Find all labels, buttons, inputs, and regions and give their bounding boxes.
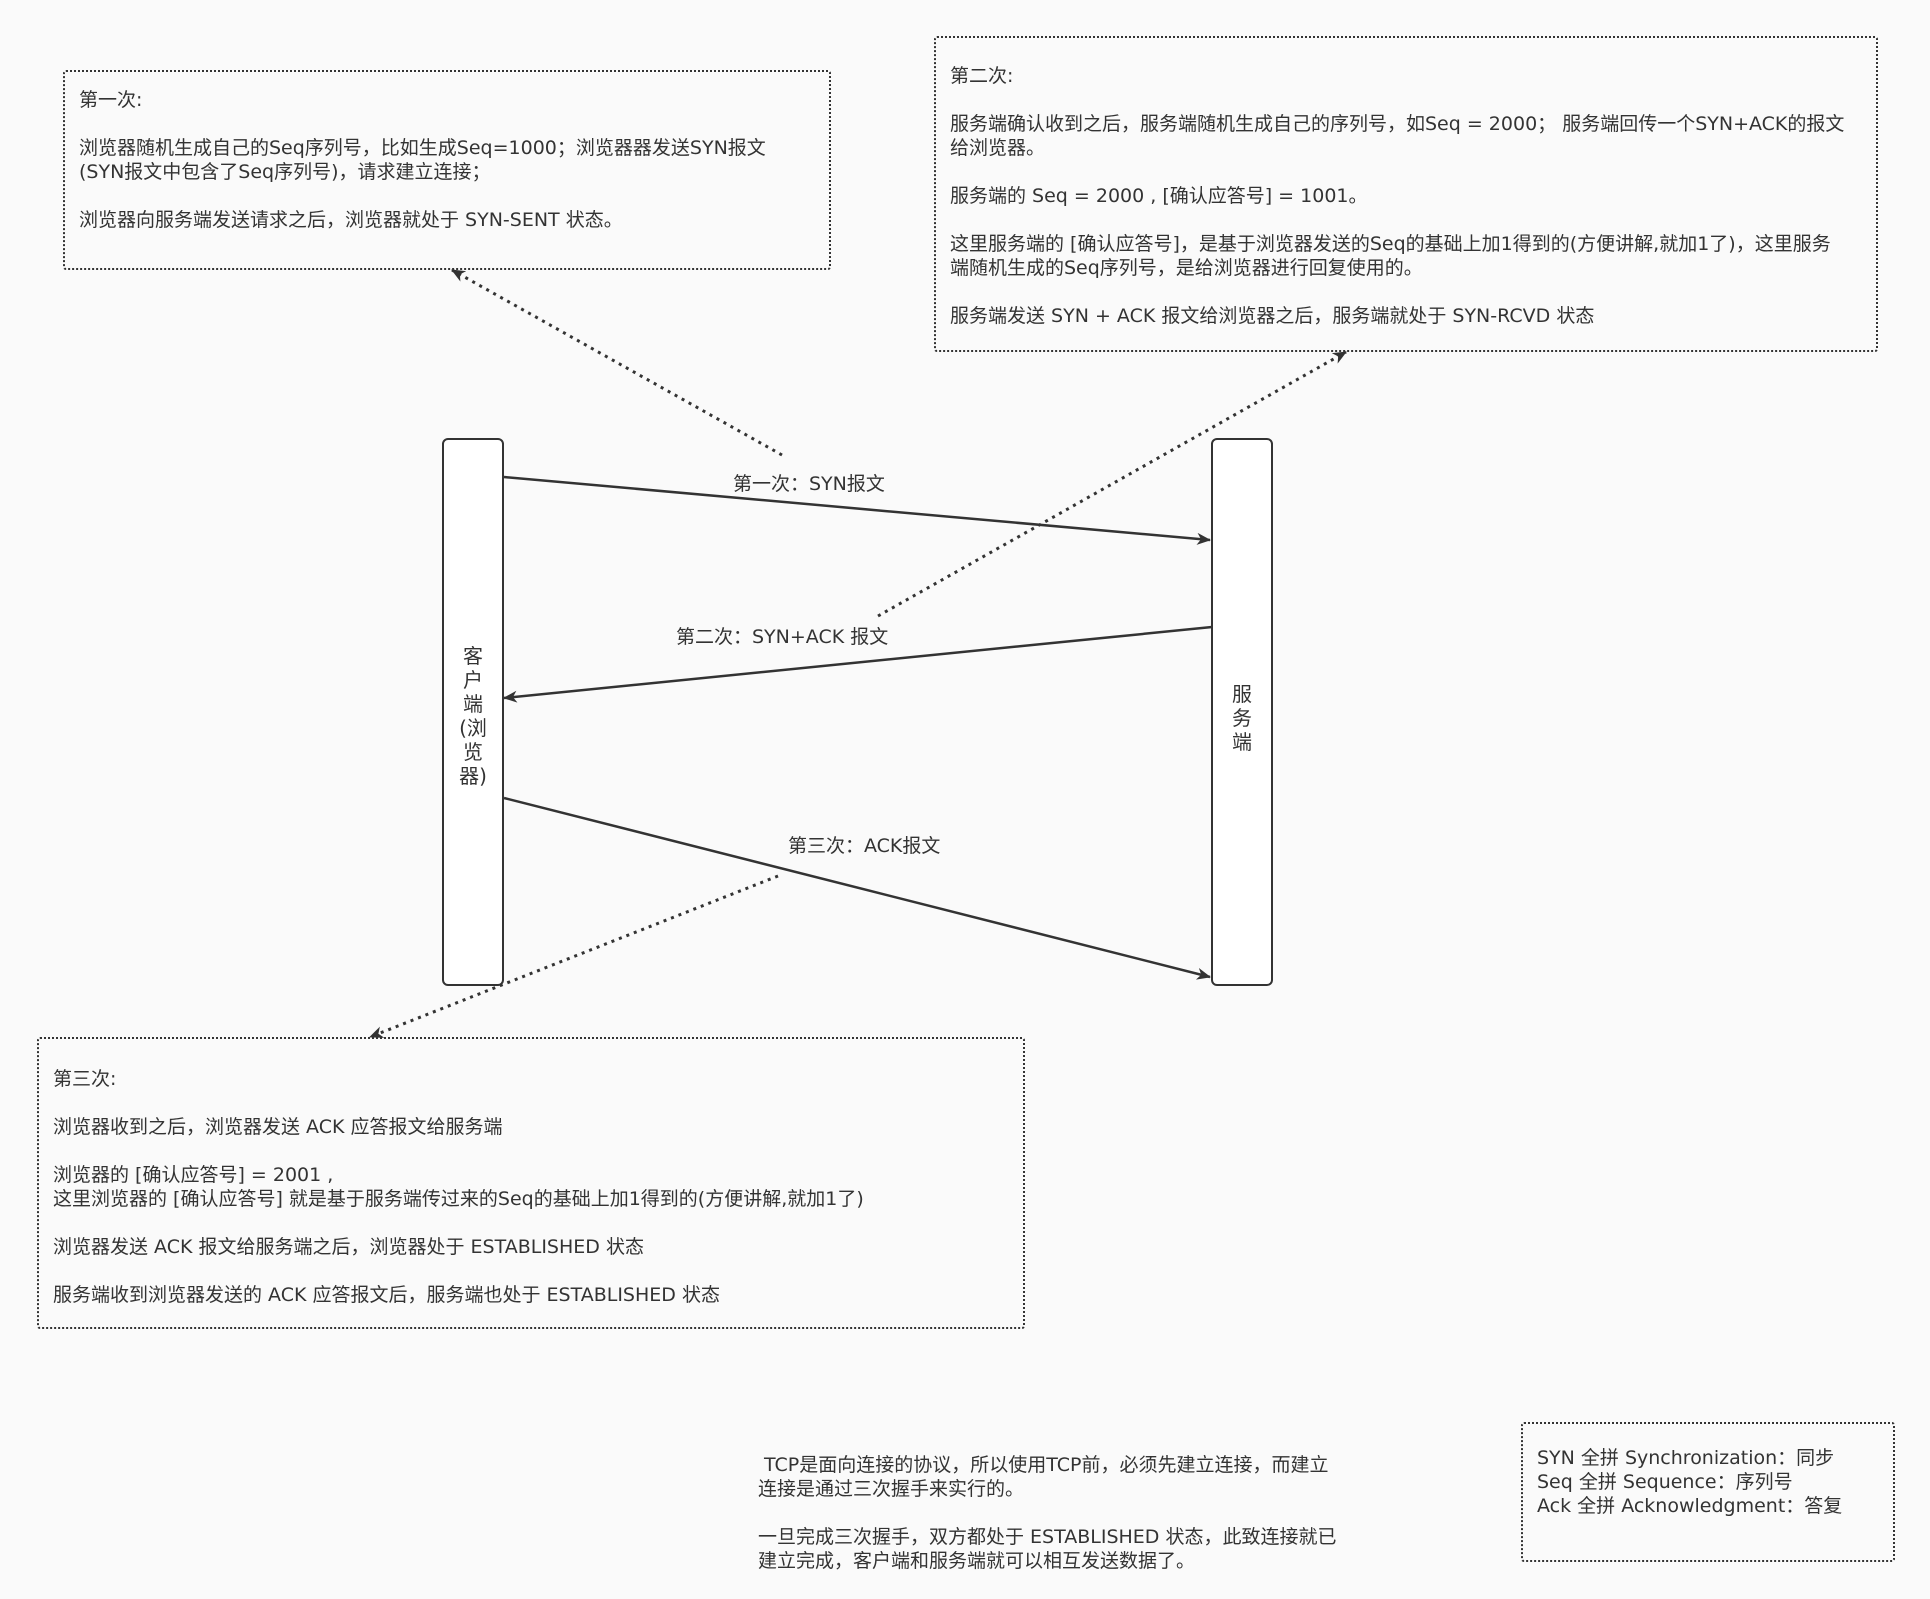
note-second-paragraph-3: 这里服务端的 [确认应答号]，是基于浏览器发送的Seq的基础上加1得到的(方便讲… (950, 232, 1862, 280)
message-arrow-third (503, 796, 1211, 980)
note-third-line: 浏览器的 [确认应答号] = 2001 , (53, 1164, 334, 1186)
summary-text: TCP是面向连接的协议，所以使用TCP前，必须先建立连接，而建立 连接是通过三次… (758, 1453, 1378, 1573)
note-first-paragraph-2: 浏览器向服务端发送请求之后，浏览器就处于 SYN-SENT 状态。 (79, 208, 815, 232)
glossary-box: SYN 全拼 Synchronization：同步 Seq 全拼 Sequenc… (1521, 1422, 1895, 1562)
client-lifeline: 客 户 端 (浏 览 器) (442, 438, 504, 986)
note-first-line: (SYN报文中包含了Seq序列号)，请求建立连接； (79, 161, 491, 183)
note-third-title: 第三次: (53, 1068, 117, 1090)
note-second-paragraph-4: 服务端发送 SYN + ACK 报文给浏览器之后，服务端就处于 SYN-RCVD… (950, 304, 1862, 328)
server-label-char: 务 (1232, 706, 1252, 730)
summary-line: 建立完成，客户端和服务端就可以相互发送数据了。 (758, 1550, 1196, 1572)
message-arrow-second (503, 625, 1213, 703)
note-third-line: 浏览器收到之后，浏览器发送 ACK 应答报文给服务端 (53, 1116, 503, 1138)
note-third-paragraph-4: 服务端收到浏览器发送的 ACK 应答报文后，服务端也处于 ESTABLISHED… (53, 1283, 1009, 1307)
note-second-paragraph-1: 服务端确认收到之后，服务端随机生成自己的序列号，如Seq = 2000； 服务端… (950, 112, 1862, 160)
note-third-line: 浏览器发送 ACK 报文给服务端之后，浏览器处于 ESTABLISHED 状态 (53, 1236, 644, 1258)
note-third-line: 这里浏览器的 [确认应答号] 就是基于服务端传过来的Seq的基础上加1得到的(方… (53, 1188, 864, 1210)
note-third-handshake: 第三次: 浏览器收到之后，浏览器发送 ACK 应答报文给服务端 浏览器的 [确认… (37, 1037, 1025, 1329)
summary-paragraph-1: TCP是面向连接的协议，所以使用TCP前，必须先建立连接，而建立 连接是通过三次… (758, 1453, 1378, 1501)
client-label-char: 览 (463, 740, 483, 764)
summary-line: 一旦完成三次握手，双方都处于 ESTABLISHED 状态，此致连接就已 (758, 1526, 1337, 1548)
note-third-line: 服务端收到浏览器发送的 ACK 应答报文后，服务端也处于 ESTABLISHED… (53, 1284, 720, 1306)
summary-paragraph-2: 一旦完成三次握手，双方都处于 ESTABLISHED 状态，此致连接就已 建立完… (758, 1525, 1378, 1573)
note-first-handshake: 第一次: 浏览器随机生成自己的Seq序列号，比如生成Seq=1000；浏览器器发… (63, 70, 831, 270)
note-first-line: 浏览器向服务端发送请求之后，浏览器就处于 SYN-SENT 状态。 (79, 209, 623, 231)
message-arrow-first (503, 475, 1211, 545)
connector-third (369, 874, 779, 1039)
glossary-line-syn: SYN 全拼 Synchronization：同步 (1537, 1447, 1835, 1469)
server-label-char: 端 (1232, 730, 1252, 754)
note-third-paragraph-1: 浏览器收到之后，浏览器发送 ACK 应答报文给服务端 (53, 1115, 1009, 1139)
note-first-title: 第一次: (79, 89, 143, 111)
summary-line: 连接是通过三次握手来实行的。 (758, 1478, 1025, 1500)
server-lifeline: 服 务 端 (1211, 438, 1273, 986)
client-label-char: 器) (459, 764, 487, 788)
note-second-line: 这里服务端的 [确认应答号]，是基于浏览器发送的Seq的基础上加1得到的(方便讲… (950, 233, 1831, 255)
client-label-char: 端 (463, 692, 483, 716)
note-second-paragraph-2: 服务端的 Seq = 2000 , [确认应答号] = 1001。 (950, 184, 1862, 208)
client-label: 客 户 端 (浏 览 器) (444, 644, 502, 788)
server-label-char: 服 (1232, 682, 1252, 706)
note-second-line: 服务端的 Seq = 2000 , [确认应答号] = 1001。 (950, 185, 1368, 207)
client-label-char: (浏 (459, 716, 487, 740)
note-first-paragraph-1: 浏览器随机生成自己的Seq序列号，比如生成Seq=1000；浏览器器发送SYN报… (79, 136, 815, 184)
note-second-title: 第二次: (950, 65, 1014, 87)
note-third-paragraph-2: 浏览器的 [确认应答号] = 2001 , 这里浏览器的 [确认应答号] 就是基… (53, 1163, 1009, 1211)
glossary-line-ack: Ack 全拼 Acknowledgment：答复 (1537, 1495, 1843, 1517)
message-label-third: 第三次：ACK报文 (788, 835, 941, 857)
message-label-first: 第一次：SYN报文 (733, 473, 885, 495)
connector-first (451, 268, 783, 457)
client-label-char: 户 (463, 668, 483, 692)
note-first-line: 浏览器随机生成自己的Seq序列号，比如生成Seq=1000；浏览器器发送SYN报… (79, 137, 766, 159)
note-second-line: 服务端发送 SYN + ACK 报文给浏览器之后，服务端就处于 SYN-RCVD… (950, 305, 1595, 327)
connector-second (877, 350, 1347, 618)
summary-line: TCP是面向连接的协议，所以使用TCP前，必须先建立连接，而建立 (758, 1454, 1329, 1476)
message-label-second: 第二次：SYN+ACK 报文 (676, 626, 889, 648)
client-label-char: 客 (463, 644, 483, 668)
note-second-line: 给浏览器。 (950, 137, 1046, 159)
glossary-line-seq: Seq 全拼 Sequence：序列号 (1537, 1471, 1793, 1493)
note-second-line: 服务端确认收到之后，服务端随机生成自己的序列号，如Seq = 2000； 服务端… (950, 113, 1845, 135)
note-third-paragraph-3: 浏览器发送 ACK 报文给服务端之后，浏览器处于 ESTABLISHED 状态 (53, 1235, 1009, 1259)
server-label: 服 务 端 (1213, 682, 1271, 754)
note-second-line: 端随机生成的Seq序列号，是给浏览器进行回复使用的。 (950, 257, 1423, 279)
note-second-handshake: 第二次: 服务端确认收到之后，服务端随机生成自己的序列号，如Seq = 2000… (934, 36, 1878, 352)
